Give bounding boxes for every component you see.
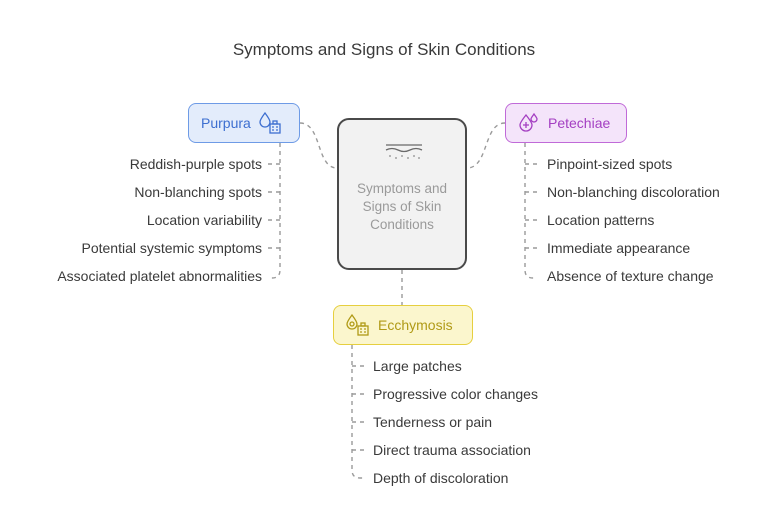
petechiae-item: Immediate appearance [547, 240, 691, 256]
petechiae-item: Pinpoint-sized spots [547, 156, 673, 172]
purpura-item: Potential systemic symptoms [81, 240, 263, 256]
connector-purpura-center [299, 122, 338, 169]
ecchymosis-item: Direct trauma association [373, 442, 531, 458]
ecchymosis-item: Large patches [373, 358, 462, 374]
diagram-title: Symptoms and Signs of Skin Conditions [232, 40, 536, 59]
petechiae-item: Absence of texture change [547, 268, 714, 284]
petechiae-item: Non-blanching discoloration [547, 184, 720, 200]
center-node[interactable]: Symptoms and Signs of Skin Conditions [337, 118, 467, 270]
ecchymosis-spine [351, 345, 364, 479]
ecchymosis-item: Tenderness or pain [373, 414, 493, 430]
ecchymosis-label: Ecchymosis [378, 317, 453, 333]
purpura-item: Associated platelet abnormalities [57, 268, 262, 284]
blood-drop-plus-icon [519, 112, 538, 132]
blood-drop-hospital-icon [259, 112, 281, 134]
petechiae-node[interactable]: Petechiae [505, 103, 627, 143]
skin-layer-icon [385, 144, 423, 159]
ecchymosis-node[interactable]: Ecchymosis [333, 305, 473, 345]
connector-petechiae-center [466, 122, 506, 169]
ecchymosis-item: Depth of discoloration [373, 470, 509, 486]
purpura-spine [268, 143, 281, 279]
purpura-item: Non-blanching spots [134, 184, 262, 200]
center-label: Symptoms and Signs of Skin Conditions [356, 181, 448, 232]
purpura-item: Reddish-purple spots [129, 156, 262, 172]
petechiae-spine [524, 143, 537, 279]
petechiae-item: Location patterns [547, 212, 655, 228]
ecchymosis-item: Progressive color changes [373, 386, 538, 402]
purpura-node[interactable]: Purpura [188, 103, 300, 143]
petechiae-label: Petechiae [548, 115, 611, 131]
purpura-item: Location variability [146, 212, 262, 228]
purpura-label: Purpura [201, 115, 251, 131]
bruise-drop-icon [346, 314, 369, 336]
